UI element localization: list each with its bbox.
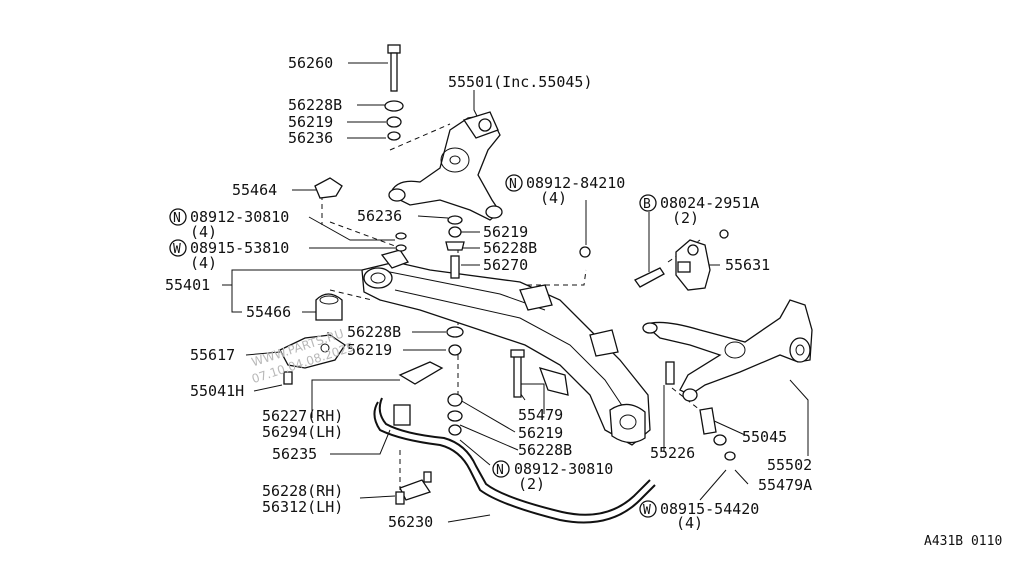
n-symbol-1-letter: N xyxy=(173,211,181,226)
label-55479: 55479 xyxy=(518,406,563,424)
label-56230: 56230 xyxy=(388,513,433,531)
label-55479a: 55479A xyxy=(758,476,812,494)
label-55501: 55501(Inc.55045) xyxy=(448,73,593,91)
label-b-qty: (2) xyxy=(672,209,699,227)
label-56219-bot: 56219 xyxy=(518,424,563,442)
n-symbol-3 xyxy=(492,460,510,478)
n-symbol-3-letter: N xyxy=(496,463,504,478)
label-55631: 55631 xyxy=(725,256,770,274)
b-symbol xyxy=(639,194,657,212)
label-w2-code: 08915-54420 xyxy=(660,500,759,518)
label-56228b-low: 56228B xyxy=(347,323,401,341)
stabilizer-bar-56230 xyxy=(373,397,656,524)
leader-lines xyxy=(222,62,809,523)
bracket-55631 xyxy=(634,229,729,291)
mount-left xyxy=(279,293,346,385)
label-w1-qty: (4) xyxy=(190,254,217,272)
label-56235: 56235 xyxy=(272,445,317,463)
label-55401: 55401 xyxy=(165,276,210,294)
diagram-code: A431B 0110 xyxy=(924,534,1002,549)
n-symbol-2-letter: N xyxy=(509,177,517,192)
w-symbol-2 xyxy=(639,500,657,518)
label-56219-low: 56219 xyxy=(347,341,392,359)
label-55041h: 55041H xyxy=(190,382,244,400)
w-symbol-1-letter: W xyxy=(173,242,181,257)
label-56236-top: 56236 xyxy=(288,129,333,147)
bolt-stack-upper xyxy=(384,44,404,141)
label-56260: 56260 xyxy=(288,54,333,72)
label-56228b-bot: 56228B xyxy=(518,441,572,459)
label-56270: 56270 xyxy=(483,256,528,274)
label-56228b-top: 56228B xyxy=(288,96,342,114)
part-labels: 56260 56228B 56219 56236 55501(Inc.55045… xyxy=(165,54,1002,549)
label-w1-code: 08915-53810 xyxy=(190,239,289,257)
label-56312-lh: 56312(LH) xyxy=(262,498,343,516)
bushing-stack-mid xyxy=(314,177,591,279)
label-n1-code: 08912-30810 xyxy=(190,208,289,226)
label-55464: 55464 xyxy=(232,181,277,199)
label-55502: 55502 xyxy=(767,456,812,474)
label-55045: 55045 xyxy=(742,428,787,446)
n-symbol-1 xyxy=(169,208,187,226)
label-n3-qty: (2) xyxy=(518,475,545,493)
label-n2-code: 08912-84210 xyxy=(526,174,625,192)
label-n2-qty: (4) xyxy=(540,189,567,207)
label-56228-rh: 56228(RH) xyxy=(262,482,343,500)
label-56219-top: 56219 xyxy=(288,113,333,131)
w-symbol-1 xyxy=(169,239,187,257)
w-symbol-2-letter: W xyxy=(643,503,651,518)
lower-arm-hardware xyxy=(665,361,736,461)
label-56228b-mid: 56228B xyxy=(483,239,537,257)
bushing-stack-lower xyxy=(398,326,525,436)
label-56219-mid: 56219 xyxy=(483,223,528,241)
control-arm-55502 xyxy=(642,299,813,402)
label-n1-qty: (4) xyxy=(190,223,217,241)
label-n3-code: 08912-30810 xyxy=(514,460,613,478)
label-55617: 55617 xyxy=(190,346,235,364)
label-55226: 55226 xyxy=(650,444,695,462)
label-56236-mid: 56236 xyxy=(357,207,402,225)
label-w2-qty: (4) xyxy=(676,514,703,532)
label-55466: 55466 xyxy=(246,303,291,321)
control-arm-55501 xyxy=(388,111,503,221)
b-symbol-letter: B xyxy=(643,197,651,212)
n-symbol-2 xyxy=(505,174,523,192)
label-56294-lh: 56294(LH) xyxy=(262,423,343,441)
label-56227-rh: 56227(RH) xyxy=(262,407,343,425)
label-b-code: 08024-2951A xyxy=(660,194,759,212)
crossmember-55401 xyxy=(361,249,651,446)
